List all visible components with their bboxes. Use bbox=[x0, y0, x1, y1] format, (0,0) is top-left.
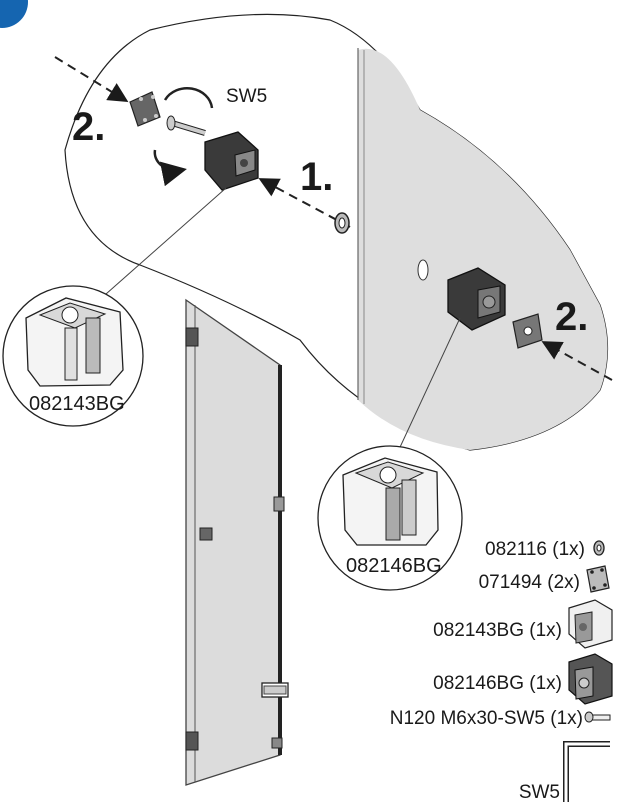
screw-icon bbox=[584, 711, 611, 723]
detail-circle-right bbox=[317, 445, 463, 591]
bracket-082143bg-icon bbox=[568, 599, 613, 649]
step-2-left-label: 2. bbox=[72, 105, 105, 149]
panel-bracket-mid bbox=[199, 527, 213, 541]
cover-plate-left bbox=[129, 91, 161, 127]
part-label-sw5: SW5 bbox=[519, 782, 560, 803]
sw5-top-label: SW5 bbox=[226, 86, 267, 107]
screw-m6x30 bbox=[166, 115, 206, 136]
cover-plate-icon bbox=[586, 565, 610, 593]
bracket-082146bg-icon bbox=[568, 653, 613, 705]
leader-right bbox=[394, 317, 461, 459]
part-label-082116: 082116 (1x) bbox=[485, 539, 585, 560]
rotation-arrow-top bbox=[163, 86, 214, 109]
hex-key-icon bbox=[563, 741, 610, 802]
panel-clip-right bbox=[273, 496, 285, 512]
step-1-label: 1. bbox=[300, 155, 333, 199]
detail-circle-left bbox=[2, 285, 144, 427]
step-2-right-label: 2. bbox=[555, 295, 588, 339]
bracket-left bbox=[204, 131, 259, 191]
detail-right-label: 082146BG bbox=[346, 555, 442, 577]
cover-plate-right bbox=[512, 313, 543, 349]
step-badge bbox=[0, 0, 28, 28]
part-label-082143bg: 082143BG (1x) bbox=[433, 620, 562, 641]
detail-left-label: 082143BG bbox=[29, 393, 125, 415]
part-label-082146bg: 082146BG (1x) bbox=[433, 673, 562, 694]
glass-door-panel bbox=[185, 298, 289, 786]
glass-hole bbox=[417, 259, 429, 281]
axis-line-top bbox=[54, 56, 129, 103]
bracket-right bbox=[447, 267, 506, 331]
hinge-bottom bbox=[185, 731, 199, 751]
part-label-071494: 071494 (2x) bbox=[479, 572, 580, 593]
washer bbox=[334, 212, 350, 234]
detail-magnifier bbox=[64, 13, 609, 451]
leader-left bbox=[105, 187, 227, 295]
rotation-arrow-bottom bbox=[153, 149, 187, 187]
hinge-top bbox=[185, 327, 199, 347]
washer-icon bbox=[593, 540, 605, 556]
part-label-screw: N120 M6x30-SW5 (1x) bbox=[390, 708, 583, 729]
axis-line-right bbox=[541, 341, 613, 381]
